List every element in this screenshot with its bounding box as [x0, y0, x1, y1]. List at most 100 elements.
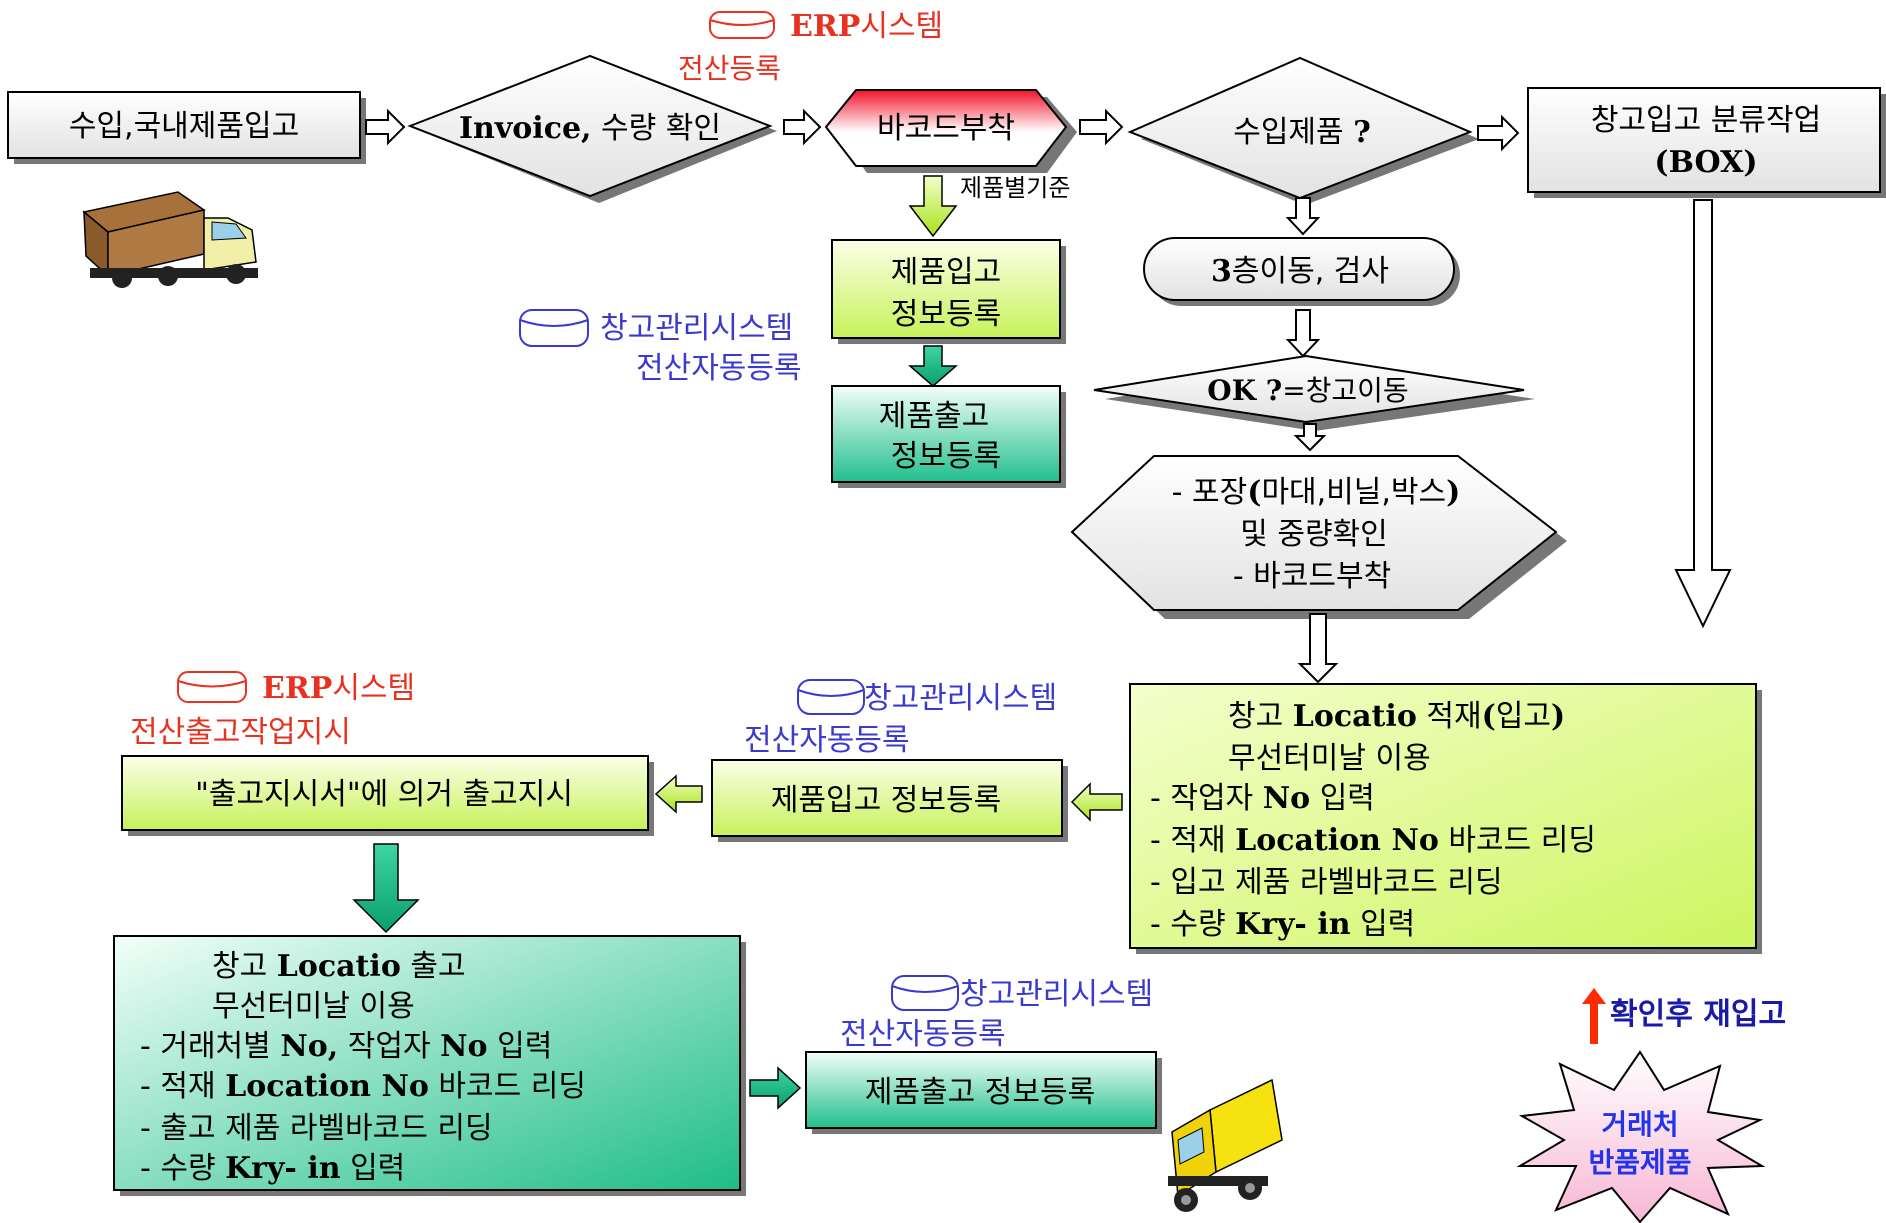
erp-bottom-bold: ERP — [262, 671, 332, 706]
database-icon — [177, 671, 247, 703]
return-product-burst: 거래처 반품제품 — [1516, 1050, 1766, 1223]
pack-1d: ) — [1446, 475, 1460, 510]
erp-bottom-label: 시스템 — [332, 671, 415, 706]
svg-text:ERP시스템: ERP시스템 — [262, 671, 415, 706]
barcode-attach-step: 바코드부착 — [824, 89, 1077, 173]
arrow-down-green-1 — [908, 175, 958, 238]
erp-bottom-sub: 전산출고작업지시 — [130, 715, 351, 750]
loc-in-item3: - 입고 제품 라벨바코드 리딩 — [1150, 865, 1503, 900]
loc-in-title-f: ) — [1551, 699, 1565, 734]
out-instruction-label: "출고지시서"에 의거 출고지시 — [195, 777, 573, 812]
arrow-right-3 — [1079, 108, 1124, 146]
product-in-register-box: 제품입고 정보등록 — [831, 239, 1066, 344]
svg-text:- 수량 Kry- in 입력: - 수량 Kry- in 입력 — [140, 1151, 405, 1186]
svg-text:- 포장(마대,비닐,박스): - 포장(마대,비닐,박스) — [1172, 475, 1461, 510]
invoice-check-decision: Invoice, 수량 확인 — [407, 54, 777, 203]
loc-in-item1-c: 입력 — [1320, 781, 1375, 816]
standard-label: 제품별기준 — [960, 174, 1070, 202]
wms-system-1: 창고관리시스템 전산자동등록 — [519, 309, 802, 386]
arrow-down-teal-2 — [352, 843, 420, 934]
ok-label: =창고이동 — [1282, 374, 1409, 407]
arrow-down-long — [1674, 199, 1732, 629]
loc-in-item4-b: Kry- in — [1235, 907, 1351, 942]
loc-out-item1-c: 작업자 — [348, 1029, 431, 1064]
wms-2-sub: 전산자동등록 — [744, 723, 910, 758]
product-in-info-box: 제품입고 정보등록 — [711, 759, 1068, 842]
loc-out-item2-a: - 적재 — [140, 1069, 216, 1104]
svg-text:Invoice, 수량 확인: Invoice, 수량 확인 — [459, 111, 721, 146]
arrow-down-hollow-3 — [1293, 423, 1327, 452]
classify-label: 창고입고 분류작업 — [1591, 103, 1821, 138]
database-icon — [519, 309, 589, 347]
up-arrow-icon — [1582, 988, 1606, 1044]
move-label: 층이동, 검사 — [1232, 254, 1389, 289]
imported-product-decision: 수입제품 ? — [1127, 56, 1479, 205]
wms-1-label: 창고관리시스템 — [600, 311, 793, 346]
loc-in-title-b: Locatio — [1293, 699, 1417, 734]
loc-out-item4-c: 입력 — [350, 1151, 405, 1186]
pack-3: - 바코드부착 — [1233, 559, 1391, 594]
loc-out-title-c: 출고 — [410, 949, 465, 984]
reentry-label: 확인후 재입고 — [1610, 997, 1786, 1032]
wms-system-2: 창고관리시스템 전산자동등록 — [744, 679, 1057, 758]
arrow-left-green-1 — [1070, 782, 1123, 822]
packing-step: - 포장(마대,비닐,박스) 및 중량확인 - 바코드부착 — [1070, 455, 1567, 619]
loc-out-item1-a: - 거래처별 — [140, 1029, 271, 1064]
arrow-down-hollow-1 — [1285, 197, 1321, 236]
svg-text:- 적재 Location No: - 적재 Location No 바코드 리딩 — [1150, 823, 1596, 858]
in-info-label: 제품입고 정보등록 — [771, 783, 1001, 818]
loc-in-title-d: ( — [1482, 699, 1496, 734]
loc-in-item2-a: - 적재 — [1150, 823, 1226, 858]
svg-text:ERP시스템: ERP시스템 — [790, 9, 943, 44]
svg-text:창고 Locatio 적재(입고): 창고 Locatio 적재(입고) — [1228, 699, 1565, 734]
database-icon — [797, 679, 865, 715]
cargo-truck-icon — [82, 191, 258, 288]
loc-out-item3: - 출고 제품 라벨바코드 리딩 — [140, 1111, 493, 1146]
location-in-box: 창고 Locatio 적재(입고) 무선터미날 이용 - 작업자 No 입력 -… — [1129, 683, 1762, 954]
arrow-right-1 — [365, 108, 406, 146]
import-box: 수입,국내제품입고 — [7, 91, 366, 164]
delivery-truck-icon — [1168, 1078, 1283, 1212]
burst-line2: 반품제품 — [1588, 1146, 1691, 1179]
out-info-label: 제품출고 정보등록 — [865, 1075, 1095, 1110]
erp-top-sub: 전산등록 — [678, 52, 781, 85]
erp-top-label: 시스템 — [860, 9, 943, 44]
imported-mark: ? — [1353, 115, 1371, 150]
imported-label: 수입제품 — [1233, 115, 1343, 150]
loc-in-title-c: 적재 — [1426, 699, 1481, 734]
arrow-left-green-2 — [654, 774, 703, 814]
barcode-label: 바코드부착 — [877, 111, 1015, 146]
location-out-box: 창고 Locatio 출고 무선터미날 이용 - 거래처별 No, 작업자 No… — [113, 935, 746, 1196]
loc-in-title-a: 창고 — [1228, 699, 1283, 734]
loc-out-item2-b: Location No — [225, 1069, 429, 1104]
loc-out-item4-a: - 수량 — [140, 1151, 216, 1186]
wms-system-3: 창고관리시스템 전산자동등록 — [840, 975, 1153, 1052]
svg-text:- 적재 Location No: - 적재 Location No 바코드 리딩 — [140, 1069, 586, 1104]
arrow-right-2 — [783, 108, 822, 146]
invoice-label: 수량 확인 — [601, 111, 721, 146]
out-instruction-box: "출고지시서"에 의거 출고지시 — [121, 755, 654, 836]
arrow-down-hollow-4 — [1297, 613, 1339, 684]
out-reg-line1: 제품출고 — [879, 399, 989, 434]
arrow-right-4 — [1477, 114, 1520, 152]
out-reg-line2: 정보등록 — [891, 439, 1001, 474]
loc-out-item1-b: No, — [280, 1029, 338, 1064]
warehouse-classify-box: 창고입고 분류작업 (BOX) — [1527, 87, 1886, 198]
wms-3-label: 창고관리시스템 — [960, 977, 1153, 1012]
arrow-down-hollow-2 — [1285, 309, 1321, 358]
burst-line1: 거래처 — [1601, 1108, 1678, 1141]
loc-out-item1-e: 입력 — [497, 1029, 552, 1064]
ok-bold: OK ? — [1207, 374, 1282, 407]
loc-out-title-a: 창고 — [212, 949, 267, 984]
wms-1-sub: 전산자동등록 — [636, 351, 802, 386]
move-inspect-step: 3층이동, 검사 — [1143, 237, 1460, 306]
move-bold: 3 — [1211, 254, 1232, 289]
loc-out-item2-c: 바코드 리딩 — [438, 1069, 586, 1104]
loc-out-item1-d: No — [440, 1029, 487, 1064]
loc-in-item2-c: 바코드 리딩 — [1448, 823, 1596, 858]
import-label: 수입,국내제품입고 — [69, 109, 299, 144]
erp-system-top: ERP시스템 전산등록 — [678, 9, 943, 85]
loc-in-item2-b: Location No — [1235, 823, 1439, 858]
invoice-label-bold: Invoice, — [459, 111, 591, 146]
